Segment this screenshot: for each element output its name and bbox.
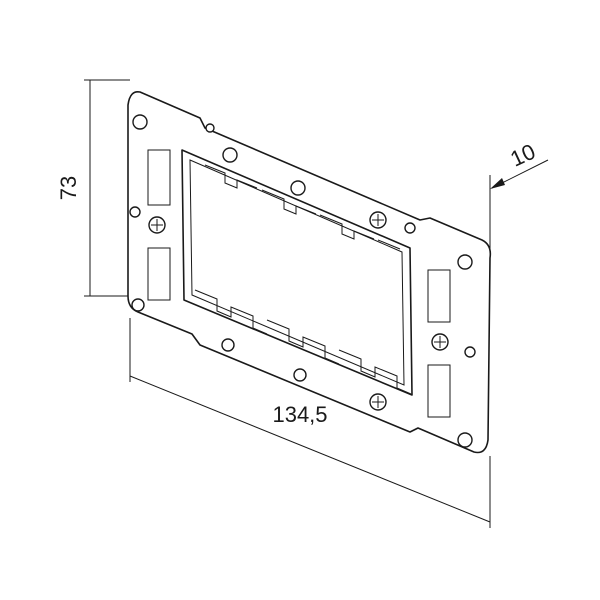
arrow-icon <box>490 178 505 189</box>
height-label: 73 <box>56 176 81 200</box>
screws <box>148 211 449 411</box>
height-dimension: 73 <box>56 79 130 297</box>
mounting-plate <box>127 90 492 454</box>
depth-dimension: 10 <box>489 139 549 250</box>
width-dimension: 134,5 <box>129 318 491 528</box>
width-label: 134,5 <box>272 402 327 427</box>
mounting-holes <box>129 114 476 448</box>
